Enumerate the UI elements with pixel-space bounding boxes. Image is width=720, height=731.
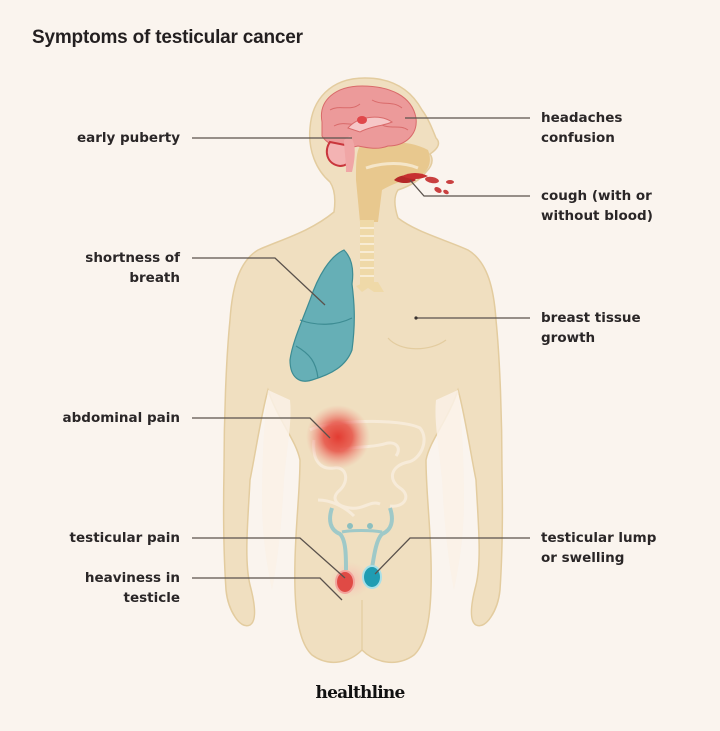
brain-illustration xyxy=(320,85,417,172)
label-early-puberty: early puberty xyxy=(76,130,180,146)
trachea xyxy=(356,220,384,292)
label-headaches-confusion: headaches confusion xyxy=(541,110,623,146)
cough-blood-droplets xyxy=(394,173,454,195)
leader-lines xyxy=(192,117,530,601)
body-silhouette xyxy=(222,77,504,664)
label-abdominal-pain: abdominal pain xyxy=(62,410,180,426)
throat-cavity xyxy=(356,141,430,222)
label-shortness-of-breath: shortness of breath xyxy=(85,250,180,286)
label-testicular-pain: testicular pain xyxy=(69,530,180,546)
leader-dots xyxy=(414,316,418,320)
diagram-title: Symptoms of testicular cancer xyxy=(32,27,303,48)
abdominal-pain-area xyxy=(306,405,370,469)
label-testicular-lump: testicular lump or swelling xyxy=(541,530,657,566)
healthline-logo: healthline xyxy=(315,683,406,703)
lung-illustration xyxy=(289,249,355,382)
label-heaviness-in-testicle: heaviness in testicle xyxy=(84,570,180,606)
label-breast-tissue-growth: breast tissue growth xyxy=(541,310,641,346)
label-cough: cough (with or without blood) xyxy=(541,188,653,224)
reproductive-system xyxy=(328,507,394,598)
